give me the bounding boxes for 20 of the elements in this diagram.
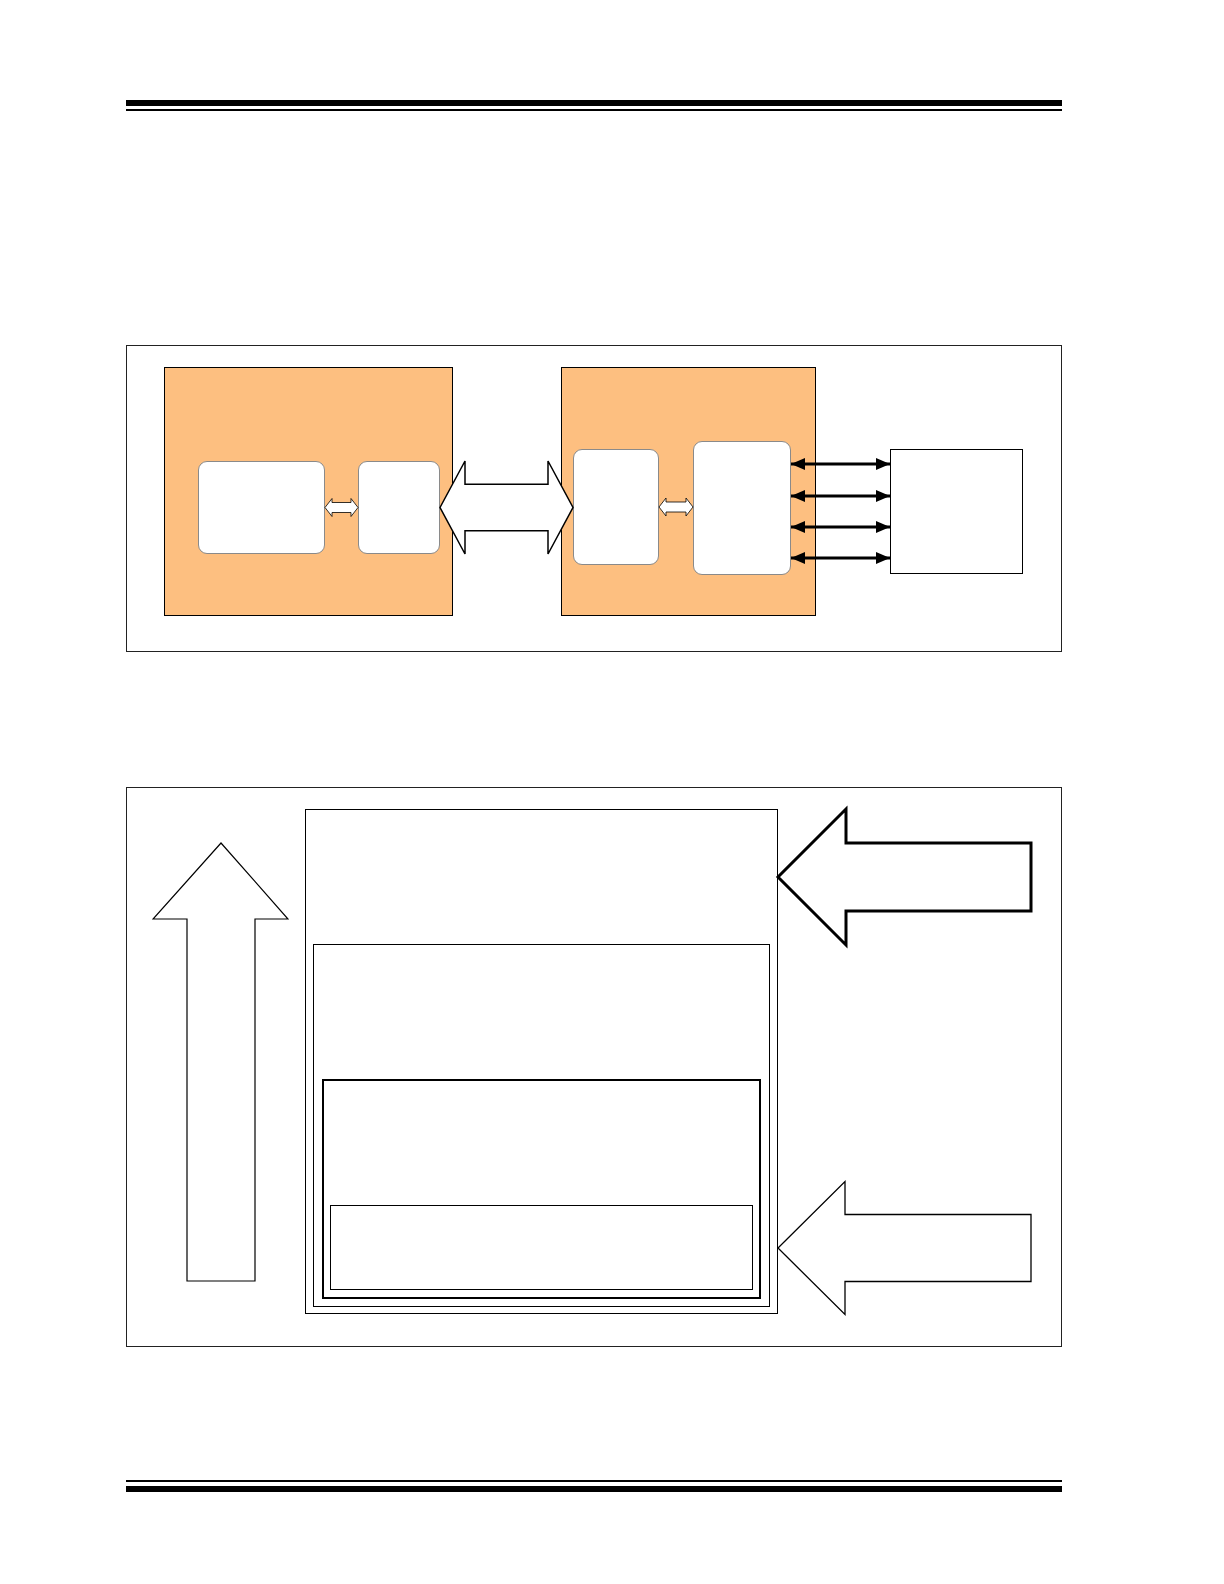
layer-box — [329, 1204, 753, 1290]
arrow — [791, 521, 890, 533]
layer-box — [321, 1078, 761, 1299]
block-arrow — [439, 460, 574, 555]
block-arrow — [775, 805, 1033, 949]
layer-box — [890, 449, 1023, 574]
arrow — [791, 458, 890, 470]
layer-box — [312, 943, 770, 1307]
arrow — [791, 552, 890, 564]
rounded-box — [357, 460, 440, 554]
block-box — [561, 367, 816, 616]
block-arrow — [324, 498, 359, 517]
arrow — [791, 490, 890, 502]
layer-box — [305, 809, 778, 1314]
rounded-box — [692, 440, 791, 575]
block-arrow — [777, 1179, 1032, 1317]
block-box — [164, 367, 453, 616]
rounded-box — [197, 460, 325, 554]
rounded-box — [572, 448, 659, 565]
block-arrow — [658, 497, 694, 517]
